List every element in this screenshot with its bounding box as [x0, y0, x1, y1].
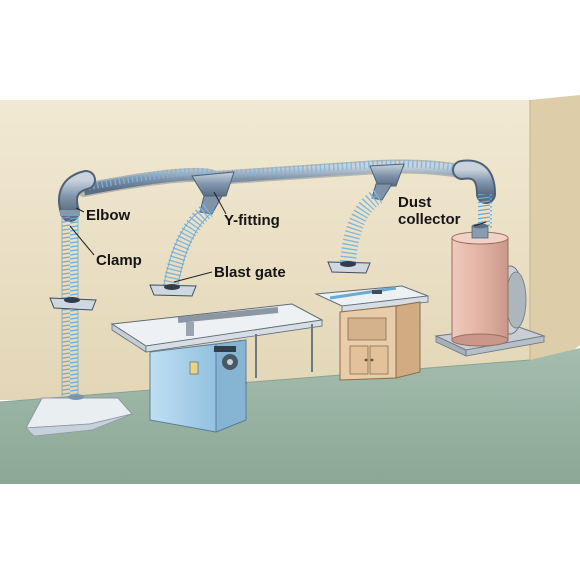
- left-elbow: [58, 170, 96, 222]
- router-cabinet-side: [395, 301, 421, 379]
- router-blast-gate: [327, 261, 371, 274]
- left-blast-gate: [49, 297, 97, 311]
- leader-lines: [69, 191, 487, 283]
- right-elbow: [452, 159, 496, 204]
- label-dust-collector: Dust collector: [398, 194, 478, 228]
- room: [0, 95, 580, 484]
- router-hose: [340, 189, 383, 263]
- label-dust-collector-line1: Dust: [398, 194, 432, 211]
- label-clamp: Clamp: [96, 252, 142, 269]
- baseboard-line: [0, 359, 531, 403]
- saw-cabinet-side: [215, 339, 247, 433]
- label-y-fitting: Y-fitting: [224, 212, 280, 229]
- label-dust-collector-line2: collector: [398, 211, 461, 228]
- saw-blast-gate: [149, 284, 197, 297]
- collector-drum: [451, 237, 509, 341]
- saw-cabinet-front: [149, 343, 217, 433]
- label-elbow: Elbow: [86, 207, 131, 224]
- back-wall: [0, 100, 530, 400]
- side-wall: [530, 95, 580, 385]
- y-fitting-left: [191, 171, 235, 215]
- table-saw: [110, 303, 324, 433]
- dust-collector: [434, 223, 546, 357]
- router-table: [314, 285, 429, 381]
- floor: [0, 348, 580, 484]
- label-blast-gate: Blast gate: [214, 264, 286, 281]
- collector-inlet-hose: [478, 194, 492, 228]
- saw-hose: [162, 203, 216, 292]
